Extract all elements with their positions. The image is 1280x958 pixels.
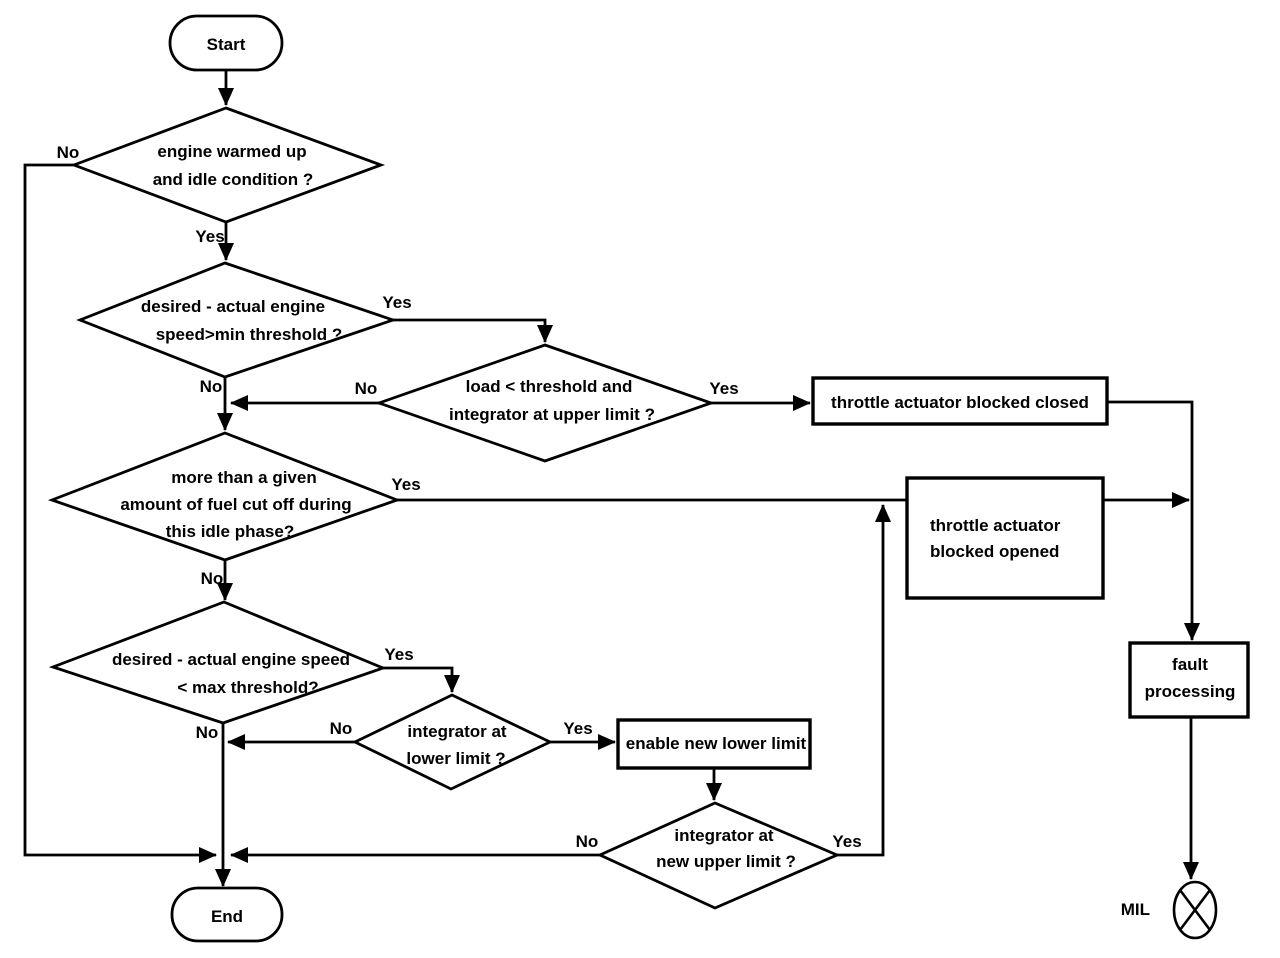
- decision-fuel-cut-off: [47, 431, 402, 562]
- process-fault-processing-line1: fault: [1172, 655, 1208, 674]
- edge-maxthreshold-yes-to-lowerlimit: [383, 666, 460, 693]
- edge-label-warmedup-no: No: [57, 143, 80, 162]
- decision-integrator-new-upper-limit: [596, 801, 841, 910]
- edge-label-newupperlimit-no: No: [576, 832, 599, 851]
- edge-label-minthreshold-no: No: [200, 377, 223, 396]
- decision-max-threshold: [48, 600, 387, 725]
- decision-fuel-cut-off-line1: more than a given: [171, 468, 316, 487]
- decision-load-threshold: [374, 343, 716, 463]
- decision-min-threshold: [76, 261, 398, 379]
- edge-label-lowerlimit-no: No: [330, 719, 353, 738]
- decision-integrator-lower-limit: [351, 693, 554, 791]
- edge-minthreshold-yes-to-loadthreshold: [393, 318, 553, 343]
- edge-warmedup-no-to-end-junction: [23, 163, 217, 863]
- decision-min-threshold-line2: speed>min threshold ?: [156, 325, 343, 344]
- crossed-circle-indicator: [1172, 880, 1218, 940]
- edge-label-fuelcutoff-yes: Yes: [391, 475, 420, 494]
- decision-load-threshold-line2: integrator at upper limit ?: [449, 405, 655, 424]
- mil-label: MIL: [1121, 900, 1150, 919]
- edge-label-maxthreshold-yes: Yes: [384, 645, 413, 664]
- decision-engine-warmed-up-line1: engine warmed up: [157, 142, 306, 161]
- edge-label-fuelcutoff-no: No: [201, 569, 224, 588]
- end-terminator: [170, 886, 284, 943]
- edge-label-loadthreshold-yes: Yes: [709, 379, 738, 398]
- end-label: End: [211, 907, 243, 926]
- decision-engine-warmed-up-line2: and idle condition ?: [153, 170, 314, 189]
- process-fault-processing-line2: processing: [1145, 682, 1236, 701]
- edge-label-minthreshold-yes: Yes: [382, 293, 411, 312]
- process-throttle-blocked-opened-line1: throttle actuator: [930, 516, 1061, 535]
- process-enable-new-lower-limit: [616, 718, 812, 770]
- edge-label-maxthreshold-no: No: [196, 723, 219, 742]
- decision-min-threshold-line1: desired - actual engine: [141, 297, 325, 316]
- decision-integrator-new-upper-limit-line2: new upper limit ?: [656, 852, 796, 871]
- edge-newupperlimit-yes-up-to-blockedopened-line: [837, 504, 891, 857]
- decision-integrator-lower-limit-line1: integrator at: [407, 722, 507, 741]
- decision-integrator-lower-limit-line2: lower limit ?: [406, 749, 505, 768]
- edge-label-loadthreshold-no: No: [355, 379, 378, 398]
- process-throttle-blocked-opened: [905, 476, 1105, 600]
- decision-max-threshold-line2: < max threshold?: [177, 678, 318, 697]
- decision-fuel-cut-off-line2: amount of fuel cut off during: [120, 495, 351, 514]
- process-throttle-blocked-closed-label: throttle actuator blocked closed: [831, 393, 1089, 412]
- start-label: Start: [207, 35, 246, 54]
- decision-integrator-new-upper-limit-line1: integrator at: [674, 826, 774, 845]
- process-enable-new-lower-limit-label: enable new lower limit: [626, 734, 807, 753]
- edge-label-warmedup-yes: Yes: [195, 227, 224, 246]
- start-terminator: [168, 14, 284, 72]
- edge-label-lowerlimit-yes: Yes: [563, 719, 592, 738]
- decision-load-threshold-line1: load < threshold and: [466, 377, 633, 396]
- process-throttle-blocked-closed: [811, 376, 1109, 426]
- edge-label-newupperlimit-yes: Yes: [832, 832, 861, 851]
- decision-engine-warmed-up: [70, 106, 386, 224]
- process-throttle-blocked-opened-line2: blocked opened: [930, 542, 1059, 561]
- decision-max-threshold-line1: desired - actual engine speed: [112, 650, 350, 669]
- edge-blockedclosed-to-faultprocessing: [1107, 400, 1200, 641]
- process-fault-processing: [1128, 641, 1250, 719]
- decision-fuel-cut-off-line3: this idle phase?: [166, 522, 294, 541]
